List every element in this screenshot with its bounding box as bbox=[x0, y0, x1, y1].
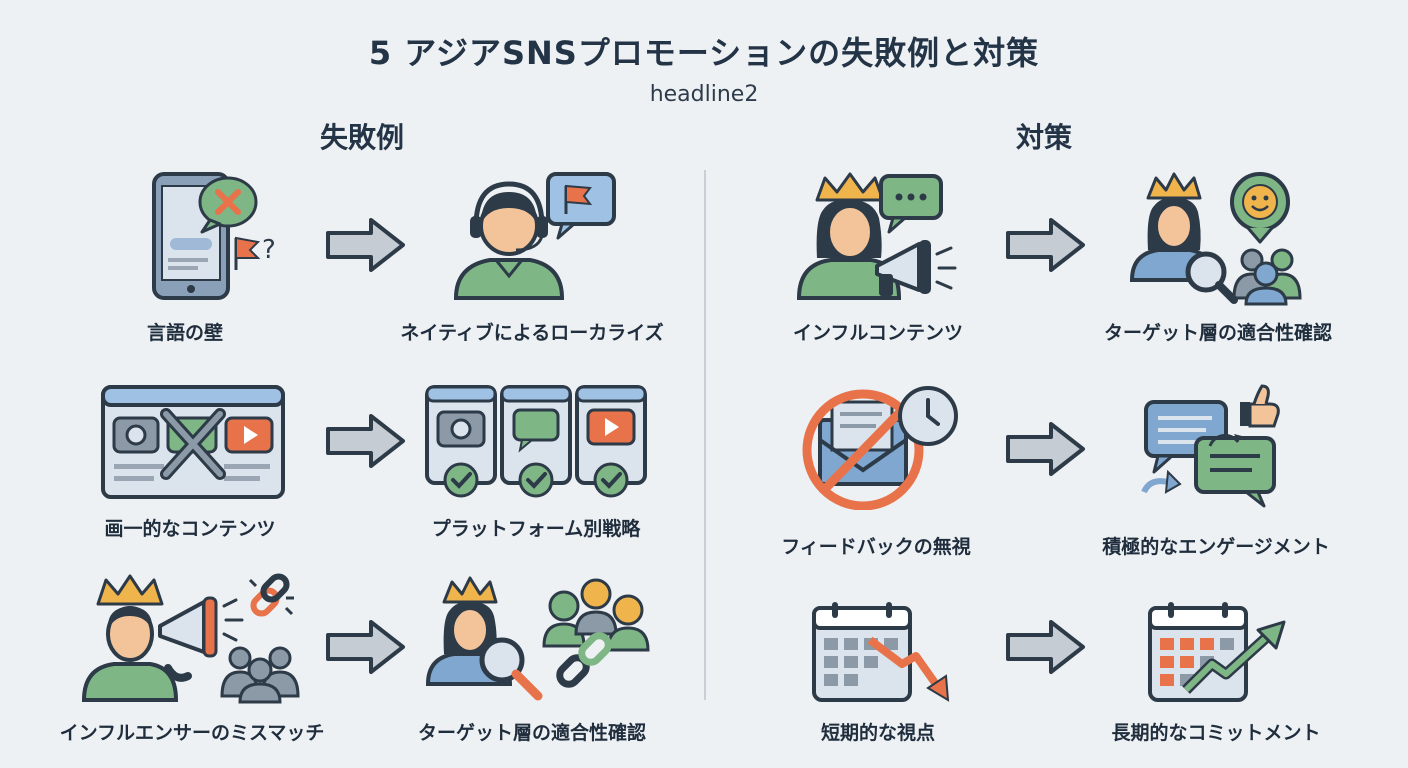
ignored-feedback-icon bbox=[802, 386, 958, 510]
solution-fix-label-3: 長期的なコミットメント bbox=[1111, 722, 1321, 744]
target-fit-check-icon bbox=[1129, 172, 1302, 306]
native-localizer-icon bbox=[453, 172, 616, 300]
failure-fix-label-3: ターゲット層の適合性確認 bbox=[417, 722, 646, 744]
solutions-heading: 対策 bbox=[1015, 121, 1072, 154]
page-subtitle: headline2 bbox=[649, 82, 759, 107]
influencer-mismatch-icon bbox=[81, 573, 300, 704]
short-term-view-icon bbox=[812, 602, 950, 702]
solution-fix-label-2: 積極的なエンゲージメント bbox=[1102, 536, 1330, 558]
failure-label-3: インフルエンサーのミスマッチ bbox=[59, 722, 325, 744]
target-fit-check-icon-2 bbox=[425, 576, 650, 701]
solution-issue-label-1: インフルコンテンツ bbox=[792, 322, 964, 344]
influencer-content-icon bbox=[796, 172, 957, 300]
arrow-right-icon bbox=[1006, 422, 1085, 476]
failure-fix-label-1: ネイティブによるローカライズ bbox=[400, 322, 664, 344]
failures-heading: 失敗例 bbox=[319, 121, 404, 154]
solution-issue-label-3: 短期的な視点 bbox=[820, 722, 935, 744]
solution-issue-label-2: フィードバックの無視 bbox=[781, 536, 971, 558]
arrow-right-icon bbox=[326, 414, 405, 468]
svg-text:?: ? bbox=[262, 235, 276, 265]
failure-fix-label-2: プラットフォーム別戦略 bbox=[431, 518, 641, 540]
long-term-commitment-icon bbox=[1148, 602, 1286, 702]
arrow-right-icon bbox=[1006, 620, 1085, 674]
arrow-right-icon bbox=[1006, 218, 1085, 272]
solution-fix-label-1: ターゲット層の適合性確認 bbox=[1103, 322, 1332, 344]
uniform-content-icon bbox=[101, 385, 285, 499]
center-divider bbox=[704, 170, 706, 700]
phone-language-barrier-icon: ? bbox=[152, 172, 276, 300]
platform-strategy-icon bbox=[425, 385, 647, 498]
arrow-right-icon bbox=[326, 218, 405, 272]
active-engagement-icon bbox=[1141, 384, 1280, 508]
failure-label-2: 画一的なコンテンツ bbox=[104, 518, 276, 540]
failure-label-1: 言語の壁 bbox=[146, 322, 223, 344]
arrow-right-icon bbox=[326, 620, 405, 674]
page-title: 5 アジアSNSプロモーションの失敗例と対策 bbox=[368, 34, 1040, 72]
